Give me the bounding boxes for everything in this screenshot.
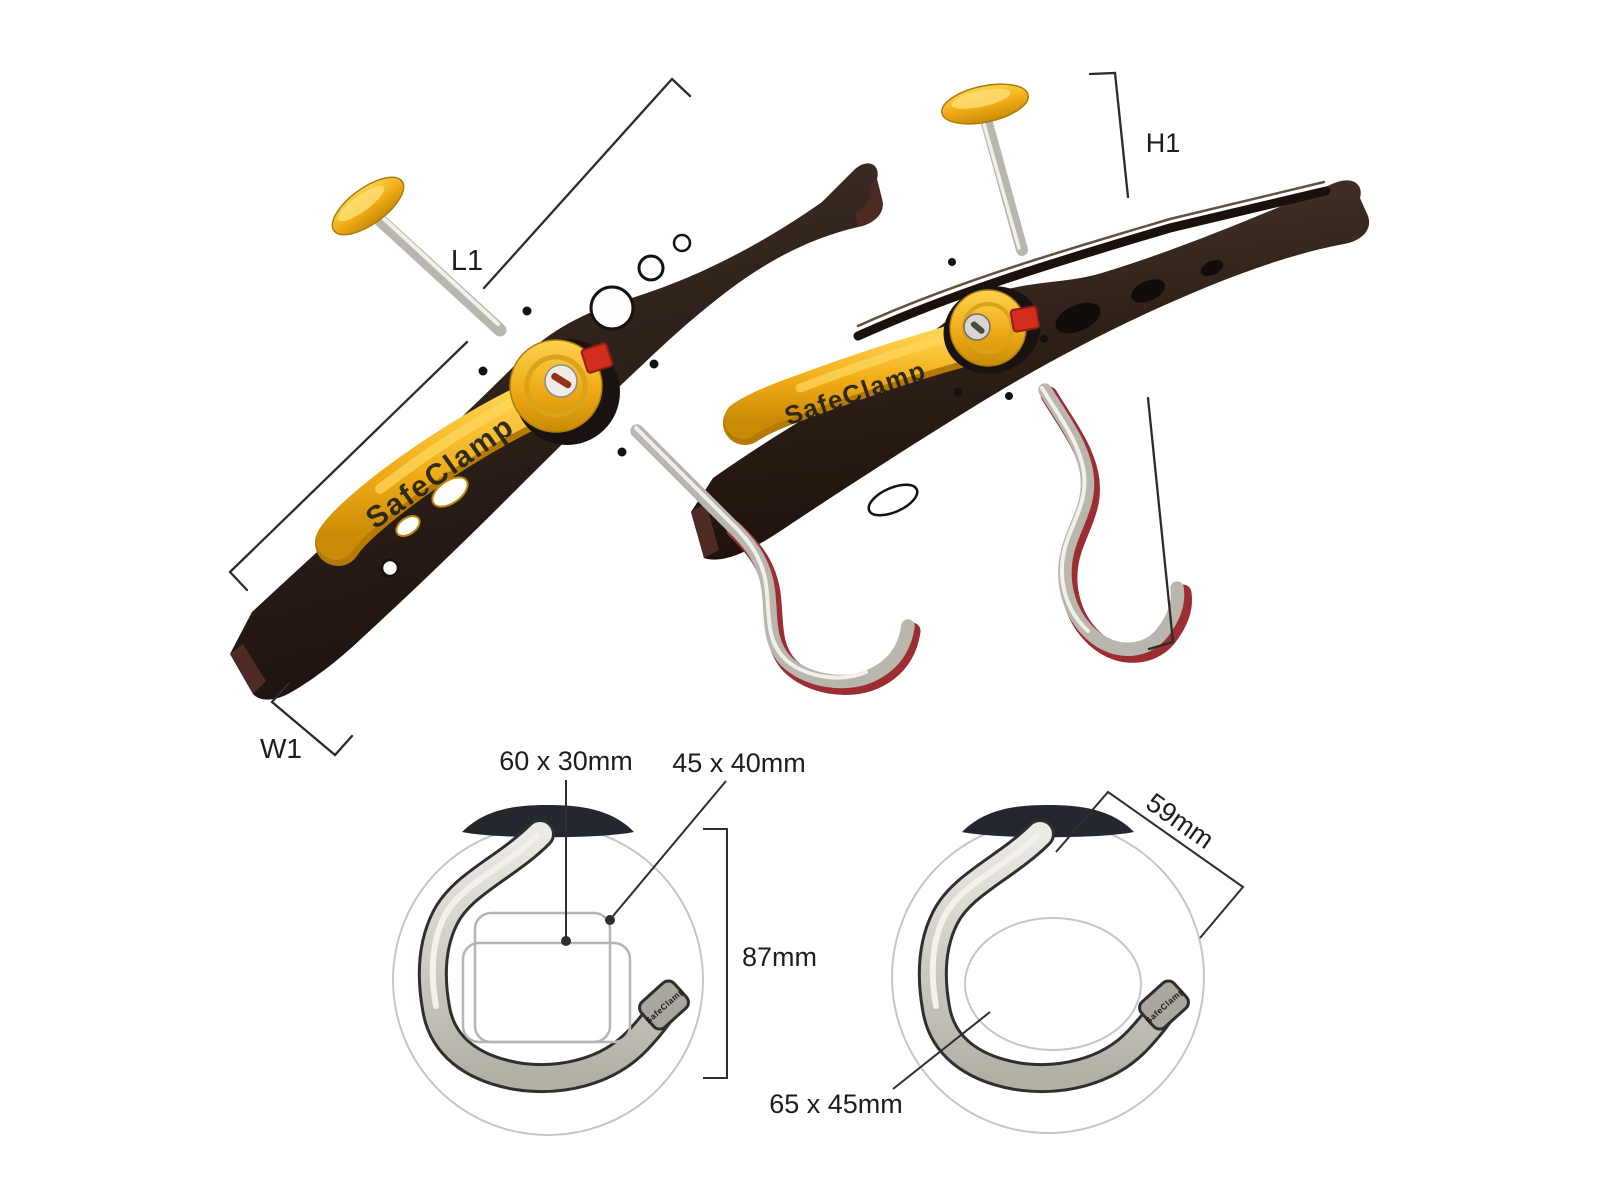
left-clamp-hole-medium — [637, 254, 665, 282]
l1-dimension: L1 — [228, 77, 692, 592]
left-clamp-hole-foot — [380, 558, 400, 578]
left-clamp-hole-small — [672, 233, 692, 253]
w1-dimension-label: W1 — [260, 733, 302, 764]
right-diagram-oval-65x45 — [964, 917, 1142, 1051]
h1-dimension-label: H1 — [1146, 128, 1181, 158]
right-clamp-hook — [1038, 383, 1192, 663]
opening-59-label: 59mm — [1141, 787, 1220, 855]
left-pivot-slot — [551, 372, 572, 389]
right-pivot-slot — [970, 321, 985, 334]
right-clamp-body — [691, 180, 1370, 560]
right-clamp-pin-rod — [981, 117, 1028, 256]
right-clamp-hole-foot — [867, 483, 919, 517]
right-clamp-ridge-highlight — [856, 180, 1326, 328]
slot-tall-callout: 45 x 40mm — [605, 748, 806, 925]
left-clamp-tip-pad — [855, 179, 883, 227]
left-hook-highlight — [634, 426, 868, 680]
left-clamp-pin-rod — [372, 212, 507, 337]
w1-dimension: W1 — [260, 681, 354, 764]
right-cross-section-diagram: SafeClamp 59mm 65 x 45mm — [769, 787, 1245, 1134]
l1-dimension-label: L1 — [451, 245, 483, 277]
right-hook-highlight — [1040, 386, 1090, 633]
left-diagram-cap — [462, 805, 634, 838]
oval-65x45-label: 65 x 45mm — [769, 1089, 903, 1119]
right-clamp-foot-pad — [691, 503, 719, 558]
height-87-dimension: 87mm — [703, 828, 817, 1079]
right-clamp-screw-dots — [948, 258, 1048, 400]
right-clamp-red-indicator — [1009, 305, 1041, 333]
right-clamp-ridge — [853, 186, 1331, 341]
left-clamp-red-indicator — [580, 342, 614, 374]
oval-65x45-callout: 65 x 45mm — [769, 1011, 991, 1119]
right-diagram-hook: SafeClamp — [917, 819, 1190, 1093]
left-lever-hole-2 — [395, 515, 421, 537]
left-clamp-pivot — [509, 339, 620, 445]
left-clamp-screw-dots — [478, 306, 659, 457]
left-clamp-pin-rod-highlight — [379, 214, 500, 326]
right-clamp-pivot — [943, 286, 1041, 374]
right-clamp-t-handle — [941, 83, 1029, 125]
left-clamp-t-handle — [331, 176, 405, 236]
slot-wide-callout: 60 x 30mm — [499, 746, 633, 946]
h1-dimension: H1 — [1088, 71, 1181, 651]
left-clamp-foot-pad — [230, 644, 266, 694]
slot-wide-label: 60 x 30mm — [499, 746, 633, 776]
left-clamp-hole-large — [589, 285, 635, 331]
left-lever-hole-1 — [431, 476, 469, 508]
left-diagram-rect-60x30 — [461, 941, 632, 1044]
height-87-label: 87mm — [742, 942, 817, 972]
left-diagram-rect-45x40 — [473, 911, 612, 1044]
left-clamp-hook — [630, 424, 921, 695]
right-clamp-photo: SafeClamp — [691, 83, 1370, 560]
left-diagram-hook: SafeClamp — [417, 819, 690, 1093]
slot-tall-label: 45 x 40mm — [672, 748, 806, 778]
right-clamp-slot-holes — [1055, 259, 1224, 334]
left-cross-section-diagram: SafeClamp 60 x 30mm 45 x 40mm 87mm — [392, 746, 817, 1136]
right-clamp-pin-rod-highlight — [982, 122, 1021, 250]
